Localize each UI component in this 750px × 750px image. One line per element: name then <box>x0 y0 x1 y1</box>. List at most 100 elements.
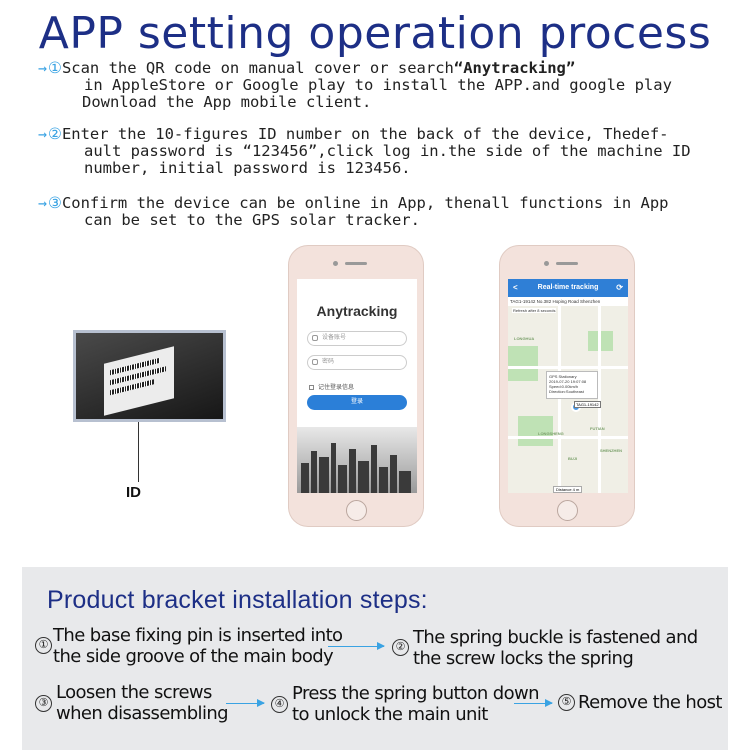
account-placeholder: 设备账号 <box>322 335 347 341</box>
setup-step-1: →①Scan the QR code on manual cover or se… <box>38 60 728 111</box>
map-label: FUTIAN <box>590 426 605 431</box>
checkbox-icon <box>309 384 314 390</box>
account-input[interactable]: 设备账号 <box>307 331 407 346</box>
installation-title: Product bracket installation steps: <box>47 586 428 614</box>
user-icon <box>312 335 318 341</box>
install-step-text: Press the spring button down <box>292 683 540 704</box>
step-text: number, initial password is 123456. <box>84 159 411 177</box>
setup-step-3: →③Confirm the device can be online in Ap… <box>38 195 728 229</box>
map-park <box>508 346 538 381</box>
popup-line: Speed:0.00km/h <box>549 384 579 389</box>
install-step-text: Remove the host <box>578 692 722 713</box>
popup-line: 2019-07-20 19:07:08 <box>549 379 587 384</box>
building-shape <box>390 455 397 493</box>
tracking-header: < Real-time tracking ⟳ <box>508 279 628 297</box>
step-text: in AppleStore or Google play to install … <box>84 76 672 94</box>
map-label: LONGSHENG <box>538 431 564 436</box>
step-number: ② <box>48 125 62 143</box>
popup-line: GPS Stationary <box>549 374 577 379</box>
step-text: Confirm the device can be online in App,… <box>61 194 669 212</box>
remember-label: 记住登录信息 <box>318 385 355 391</box>
building-shape <box>349 449 356 493</box>
step-text: ault password is “123456”,click log in.t… <box>84 142 691 160</box>
building-shape <box>319 457 329 493</box>
step-number-badge: ① <box>35 637 52 654</box>
step-number-badge: ④ <box>271 696 288 713</box>
back-arrow-icon[interactable]: < <box>513 283 518 292</box>
arrow-right-icon: → <box>38 125 48 143</box>
installation-panel <box>22 567 728 750</box>
camera-icon <box>544 261 549 266</box>
setup-step-2: →②Enter the 10-figures ID number on the … <box>38 126 728 177</box>
password-input[interactable]: 密码 <box>307 355 407 370</box>
building-shape <box>358 461 369 493</box>
app-name-highlight: “Anytracking” <box>453 59 576 77</box>
arrow-right-icon <box>226 699 265 707</box>
arrow-right-icon <box>328 642 385 650</box>
phone-map-mockup: < Real-time tracking ⟳ TAG1-19142 No.382… <box>499 245 635 527</box>
map-label: SHENZHEN <box>600 448 623 453</box>
install-step-text: to unlock the main unit <box>292 704 488 725</box>
lock-icon <box>312 359 318 365</box>
step-text: Scan the QR code on manual cover or sear… <box>61 59 454 77</box>
login-button[interactable]: 登录 <box>307 395 407 410</box>
install-step-text: the screw locks the spring <box>413 648 634 669</box>
tracking-screen: < Real-time tracking ⟳ TAG1-19142 No.382… <box>508 279 628 493</box>
map-road <box>558 306 561 493</box>
step-text: Download the App mobile client. <box>82 93 372 111</box>
tracking-map[interactable]: Refresh after 8 seconds LONGHUA LONGSHEN… <box>508 306 628 493</box>
id-pointer-line <box>138 422 139 482</box>
building-shape <box>311 451 317 493</box>
map-label: BUJI <box>568 456 578 461</box>
install-step-text: the side groove of the main body <box>53 646 334 667</box>
map-road <box>508 436 628 439</box>
install-step-text: The base fixing pin is inserted into <box>53 625 343 646</box>
step-number-badge: ② <box>392 639 409 656</box>
page-title: APP setting operation process <box>38 8 712 59</box>
arrow-right-icon: → <box>38 194 48 212</box>
arrow-right-icon <box>514 699 553 707</box>
device-status-popup: GPS Stationary 2019-07-20 19:07:08 Speed… <box>546 371 598 399</box>
step-text: can be set to the GPS solar tracker. <box>84 211 420 229</box>
login-screen: Anytracking 设备账号 密码 记住登录信息 登录 <box>297 279 417 493</box>
speaker-icon <box>345 262 367 265</box>
install-step-4: Press the spring button down to unlock t… <box>292 683 540 725</box>
install-step-3: Loosen the screws when disassembling <box>56 682 229 724</box>
speaker-icon <box>556 262 578 265</box>
install-step-text: The spring buckle is fastened and <box>413 627 698 648</box>
step-text: Enter the 10-figures ID number on the ba… <box>61 125 669 143</box>
map-road <box>598 306 601 493</box>
home-button <box>346 500 367 521</box>
password-placeholder: 密码 <box>322 359 335 365</box>
install-step-text: Loosen the screws <box>56 682 212 703</box>
remember-checkbox[interactable]: 记住登录信息 <box>309 382 354 391</box>
step-number: ① <box>48 59 62 77</box>
building-shape <box>331 443 336 493</box>
refresh-icon[interactable]: ⟳ <box>616 283 623 292</box>
step-number: ③ <box>48 194 62 212</box>
install-step-text: when disassembling <box>56 703 229 724</box>
distance-label: Distance 4 m <box>553 486 583 493</box>
map-label: LONGHUA <box>514 336 535 341</box>
map-road <box>508 366 628 369</box>
install-step-1: The base fixing pin is inserted into the… <box>53 625 343 667</box>
id-label: ID <box>126 484 141 501</box>
phone-login-mockup: Anytracking 设备账号 密码 记住登录信息 登录 <box>288 245 424 527</box>
building-shape <box>371 445 377 493</box>
popup-line: Direction:Southeast <box>549 389 584 394</box>
building-shape <box>338 465 347 493</box>
city-skyline-image <box>297 427 417 493</box>
app-logo: Anytracking <box>316 303 398 319</box>
map-park <box>518 416 553 446</box>
home-button <box>557 500 578 521</box>
step-number-badge: ③ <box>35 695 52 712</box>
building-shape <box>399 471 411 493</box>
step-number-badge: ⑤ <box>558 694 575 711</box>
camera-icon <box>333 261 338 266</box>
building-shape <box>379 467 388 493</box>
device-address: TAG1-19142 No.382 Hoping Road Shenzhen <box>508 297 628 306</box>
header-title: Real-time tracking <box>537 284 599 291</box>
install-step-5: Remove the host <box>578 692 722 713</box>
device-back-photo <box>73 330 226 422</box>
install-step-2: The spring buckle is fastened and the sc… <box>413 627 698 669</box>
